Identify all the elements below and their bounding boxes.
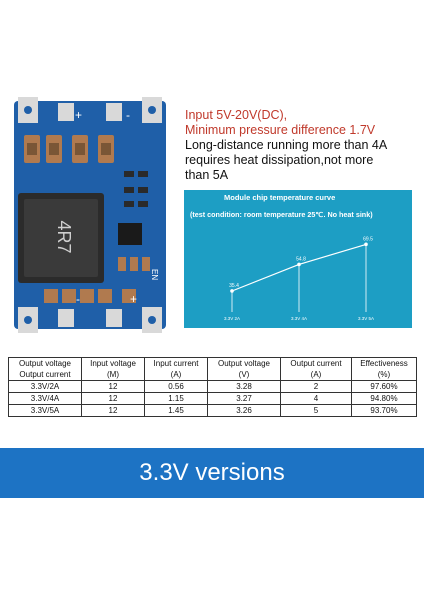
x-tick-label: 3.3V 2A bbox=[224, 316, 240, 321]
table-row: 3.3V/2A 12 0.56 3.28 2 97.60% bbox=[8, 380, 417, 393]
table-header-cell: Input voltage(M) bbox=[81, 357, 145, 381]
data-point bbox=[364, 242, 368, 247]
table-cell: 93.70% bbox=[351, 404, 417, 417]
table-cell: 12 bbox=[81, 392, 145, 405]
table-cell: 5 bbox=[280, 404, 352, 417]
table-cell: 3.28 bbox=[207, 380, 281, 393]
specs-block: Input 5V-20V(DC), Minimum pressure diffe… bbox=[185, 108, 420, 183]
table-cell: 3.3V/4A bbox=[8, 392, 82, 405]
minus-bottom-label: - bbox=[76, 292, 80, 306]
spec-input-range: Input 5V-20V(DC), bbox=[185, 108, 288, 122]
chart-subtitle: (test condition: room temperature 25℃. N… bbox=[190, 210, 373, 219]
table-header-cell: Output voltage(V) bbox=[207, 357, 281, 381]
spec-line-5: than 5A bbox=[185, 168, 229, 182]
table-cell: 12 bbox=[81, 404, 145, 417]
table-header-cell: Effectiveness(%) bbox=[351, 357, 417, 381]
plus-top-label: + bbox=[75, 108, 82, 122]
table-cell: 2 bbox=[280, 380, 352, 393]
plus-bottom-label: + bbox=[130, 292, 137, 306]
version-banner: 3.3V versions bbox=[0, 448, 424, 498]
table-cell: 4 bbox=[280, 392, 352, 405]
table-cell: 97.60% bbox=[351, 380, 417, 393]
en-label: EN bbox=[150, 269, 159, 280]
data-label: 35.4 bbox=[229, 283, 239, 289]
table-cell: 3.26 bbox=[207, 404, 281, 417]
table-header-cell: Input current(A) bbox=[144, 357, 208, 381]
table-cell: 94.80% bbox=[351, 392, 417, 405]
temperature-chart: Module chip temperature curve (test cond… bbox=[184, 190, 412, 328]
table-cell: 0.56 bbox=[144, 380, 208, 393]
table-cell: 3.27 bbox=[207, 392, 281, 405]
spec-line-4: requires heat dissipation,not more bbox=[185, 153, 374, 167]
table-row: 3.3V/4A 12 1.15 3.27 4 94.80% bbox=[8, 392, 417, 405]
inductor-marking: 4R7 bbox=[54, 220, 74, 253]
data-label: 54.8 bbox=[296, 256, 306, 262]
chart-title: Module chip temperature curve bbox=[224, 193, 335, 202]
minus-top-label: - bbox=[126, 108, 130, 122]
spec-line-3: Long-distance running more than 4A bbox=[185, 138, 388, 152]
table-cell: 1.15 bbox=[144, 392, 208, 405]
x-tick-label: 3.3V 4A bbox=[291, 316, 307, 321]
table-cell: 1.45 bbox=[144, 404, 208, 417]
data-point bbox=[230, 289, 234, 293]
data-point bbox=[297, 262, 301, 267]
pcb-board-image: 4R7 + - + - EN bbox=[14, 97, 166, 333]
spec-min-pressure: Minimum pressure difference 1.7V bbox=[185, 123, 376, 137]
table-header-cell: Output current(A) bbox=[280, 357, 352, 381]
table-cell: 3.3V/2A bbox=[8, 380, 82, 393]
data-label: 69.5 bbox=[363, 236, 373, 242]
table-cell: 12 bbox=[81, 380, 145, 393]
chart-svg: Module chip temperature curve (test cond… bbox=[190, 193, 374, 321]
table-row: 3.3V/5A 12 1.45 3.26 5 93.70% bbox=[8, 404, 417, 417]
x-tick-label: 3.3V 5A bbox=[358, 316, 374, 321]
table-cell: 3.3V/5A bbox=[8, 404, 82, 417]
